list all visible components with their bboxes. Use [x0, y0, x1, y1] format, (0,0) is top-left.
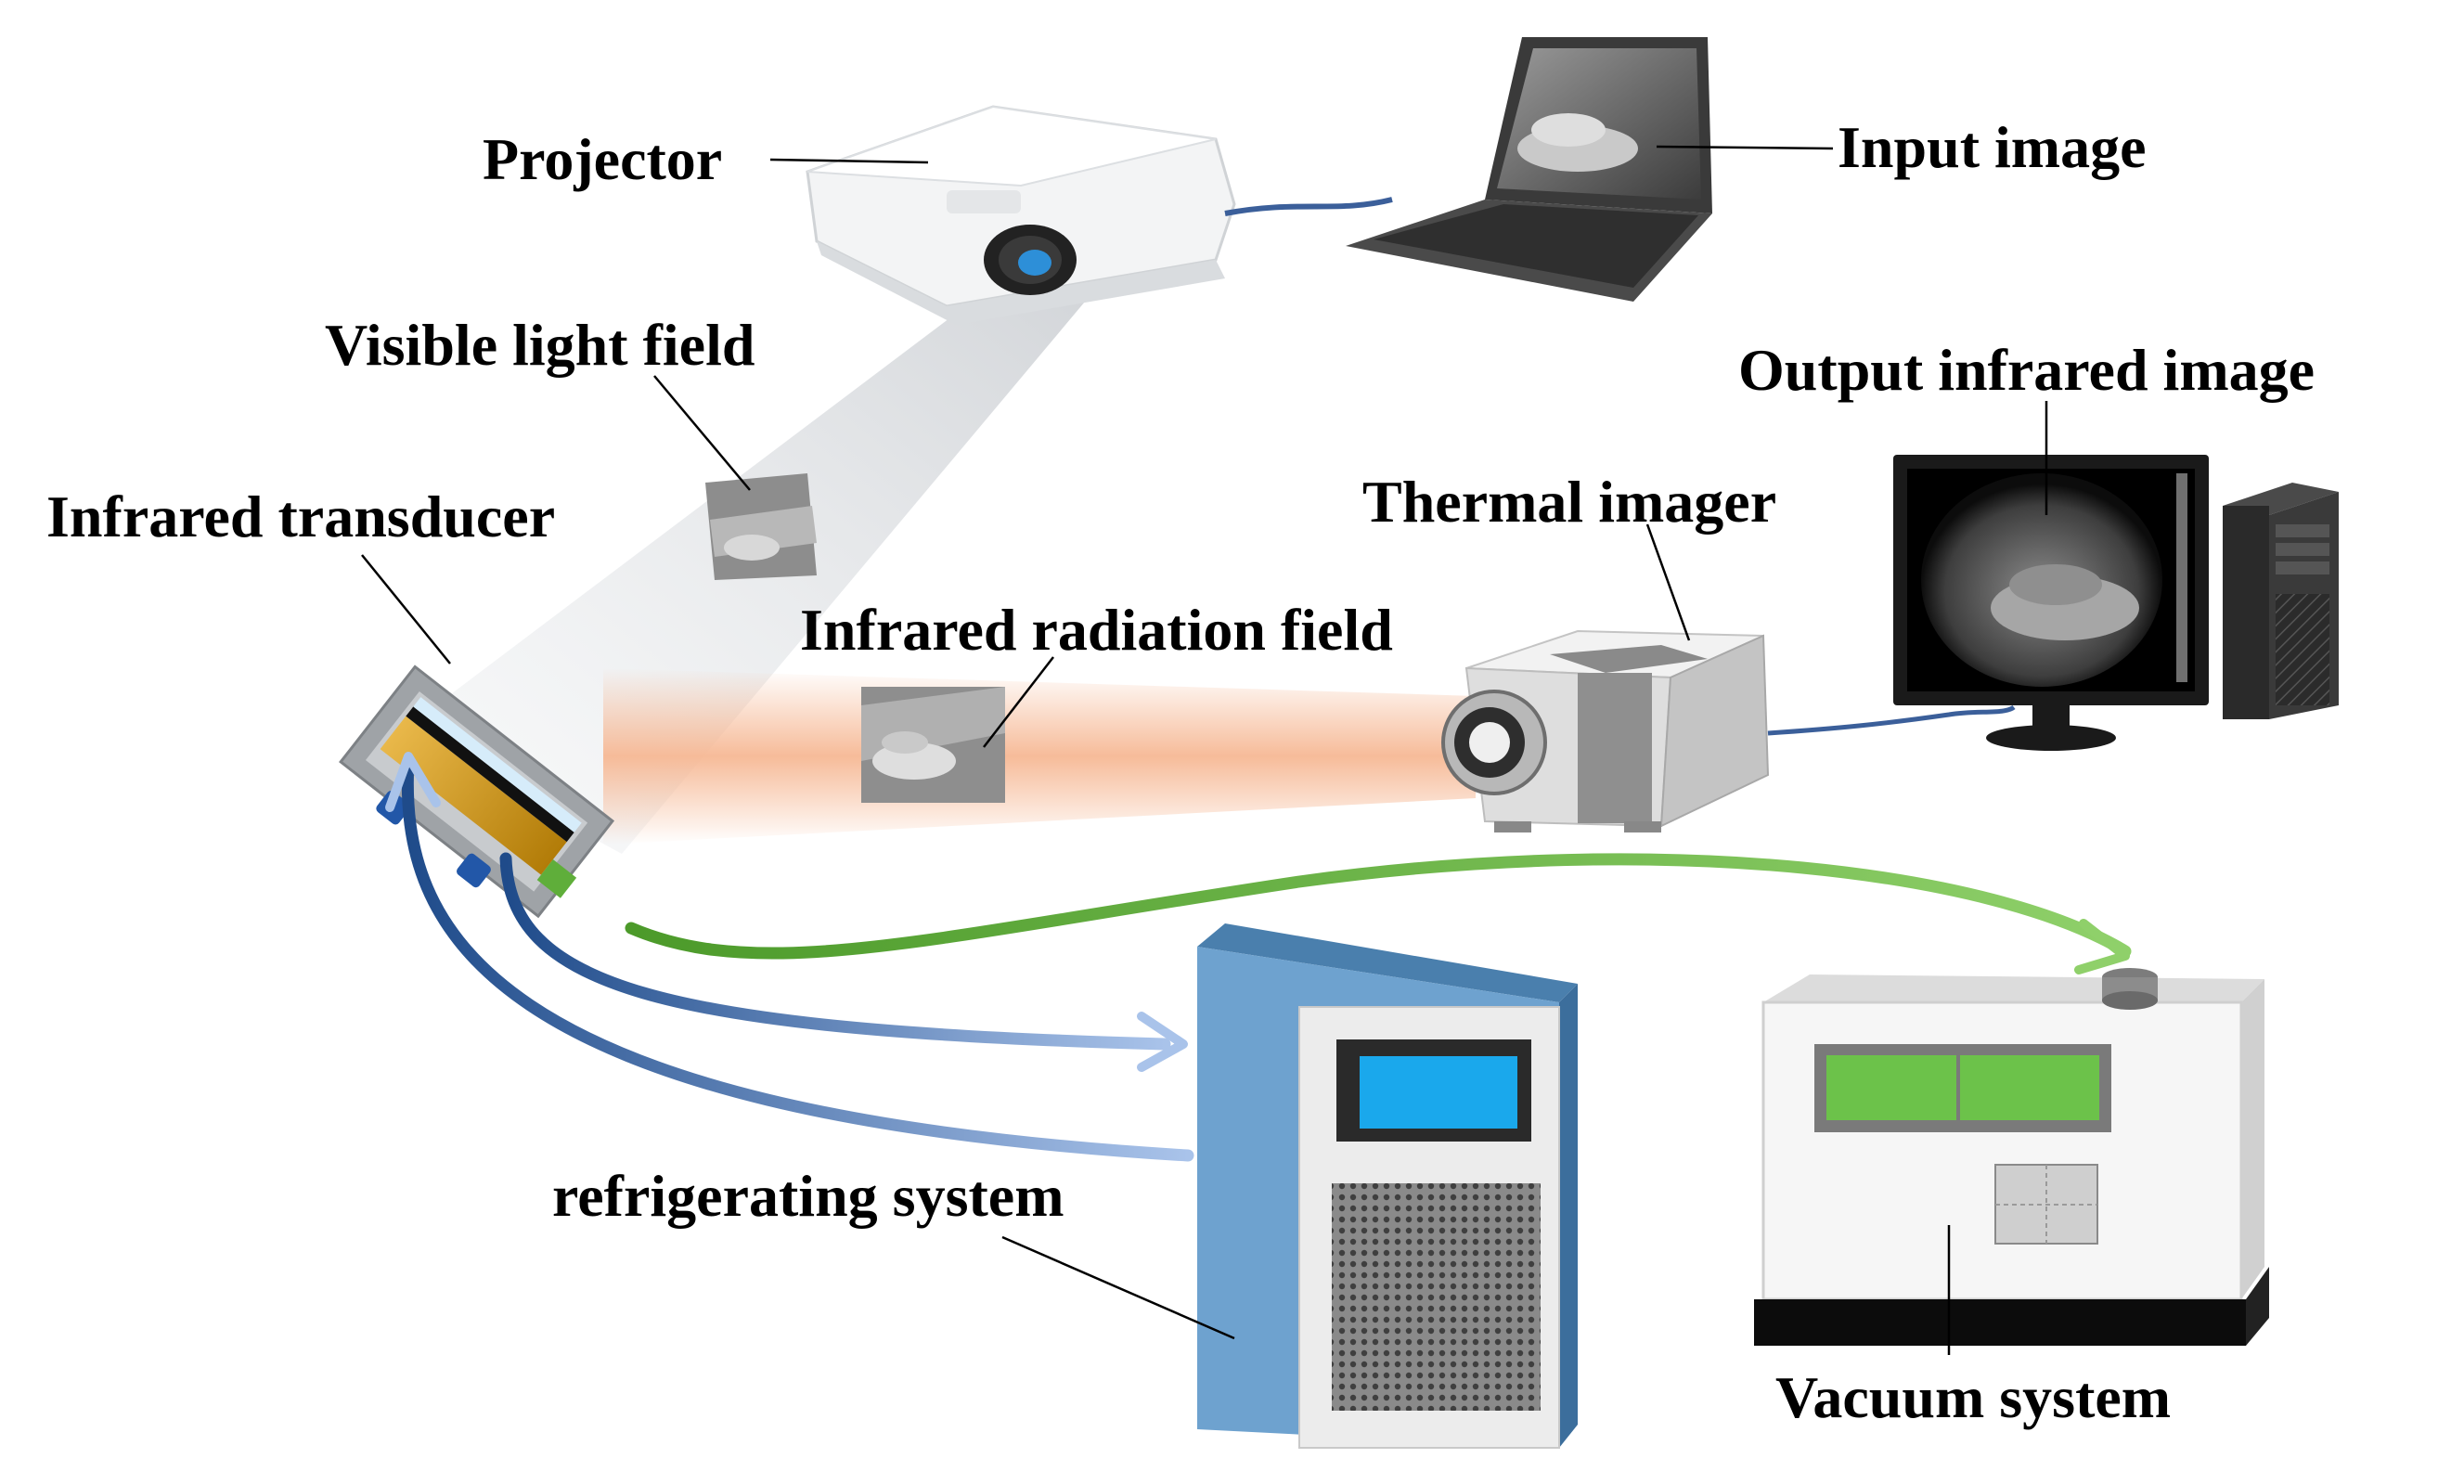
refrigerating-leader-line — [1001, 1235, 1235, 1340]
coolant-return-arrowhead — [385, 752, 441, 812]
vacuum-system — [1754, 968, 2269, 1346]
input-image-leader-line — [1656, 145, 1834, 150]
visible-light-field-label: Visible light field — [325, 312, 755, 378]
vacuum-line — [625, 853, 2132, 960]
laptop — [1346, 37, 1712, 302]
computer-monitor — [1893, 455, 2209, 751]
projector — [806, 105, 1236, 325]
output-infrared-image-label: Output infrared image — [1738, 337, 2315, 403]
thermal-imager-leader-line — [1645, 523, 1691, 641]
coolant-supply-line — [499, 852, 1171, 1051]
thermal-imager-label: Thermal imager — [1362, 469, 1776, 535]
computer-tower — [2223, 483, 2339, 719]
coolant-return-line — [401, 755, 1194, 1162]
vacuum-line-arrowhead — [2074, 919, 2130, 974]
projector-label: Projector — [483, 126, 722, 192]
vacuum-system-label: Vacuum system — [1775, 1364, 2171, 1430]
coolant-supply-arrowhead — [1137, 1012, 1188, 1072]
ir-radiation-leader-line — [983, 656, 1054, 748]
thermal-monitor-cable — [1767, 704, 2016, 736]
projector-leader-line — [769, 158, 929, 164]
refrigerating-system — [1197, 923, 1578, 1449]
leader-lines — [361, 145, 2048, 1355]
ir-field-image-thumbnail — [861, 687, 1005, 803]
infrared-transducer — [339, 665, 615, 919]
transducer-leader-line — [361, 554, 451, 665]
thermal-imager — [1441, 629, 1770, 832]
input-image-label: Input image — [1838, 114, 2147, 180]
visible-field-image-thumbnail — [705, 473, 817, 580]
projector-laptop-cable — [1224, 197, 1393, 216]
refrigerating-system-label: refrigerating system — [552, 1163, 1064, 1229]
infrared-radiation-field-label: Infrared radiation field — [800, 597, 1393, 663]
infrared-radiation-beam — [603, 668, 1476, 845]
infrared-transducer-label: Infrared transducer — [46, 484, 555, 549]
visible-light-leader-line — [653, 375, 751, 491]
